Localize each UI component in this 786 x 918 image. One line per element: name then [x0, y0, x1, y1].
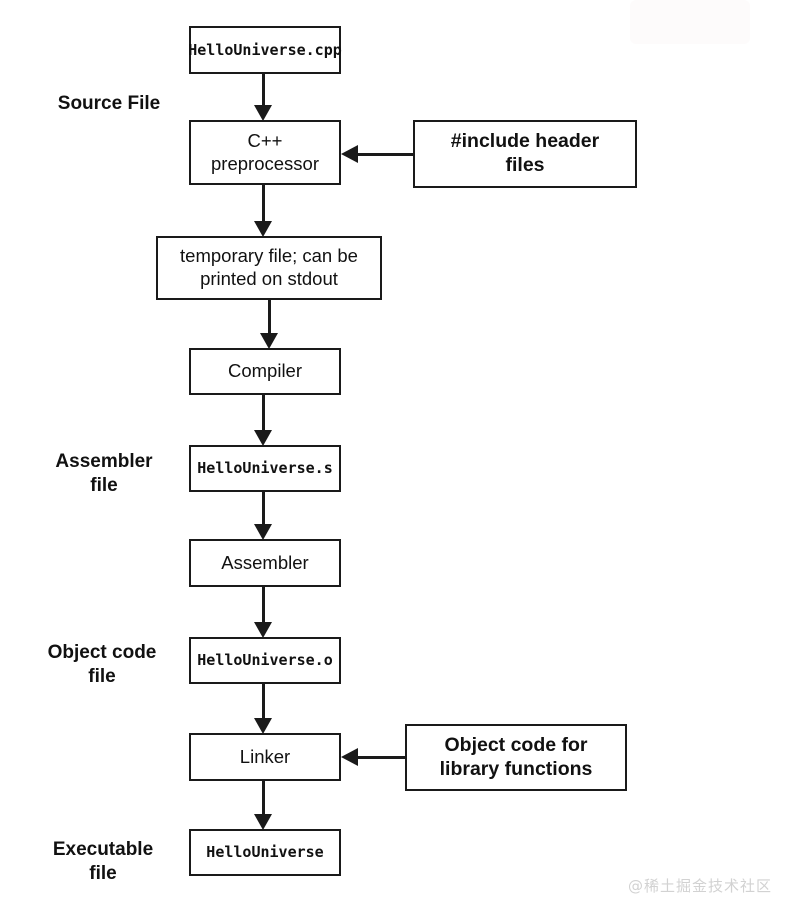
node-hellouniverse-label: HelloUniverse [206, 843, 324, 862]
arrow-assembly-to-assembler-line [262, 492, 265, 526]
node-include-header-files-label: #include header files [450, 130, 600, 176]
node-cpp-preprocessor-label: C++ preprocessor [211, 129, 319, 174]
arrow-cpp-to-preprocessor-line [262, 74, 265, 107]
node-hellouniverse-o-label: HelloUniverse.o [197, 651, 333, 670]
node-temporary-file-label: temporary file; can be printed on stdout [180, 245, 358, 289]
arrow-headers-to-preprocessor-line [355, 153, 413, 156]
stage-caption-object-code-file: Object code file [47, 642, 157, 688]
arrow-linker-to-executable-line [262, 781, 265, 816]
arrow-preprocessor-to-tempfile-line [262, 185, 265, 223]
node-linker: Linker [189, 733, 341, 781]
stage-caption-assembler-file: Assembler file [55, 451, 153, 497]
arrow-cpp-to-preprocessor-head [254, 105, 272, 121]
node-object-code-library: Object code for library functions [405, 724, 627, 791]
node-object-code-library-label: Object code for library functions [439, 733, 593, 780]
node-temporary-file: temporary file; can be printed on stdout [156, 236, 382, 300]
arrow-tempfile-to-compiler-line [268, 300, 271, 335]
arrow-assembler-to-object-head [254, 622, 272, 638]
node-compiler-label: Compiler [227, 360, 303, 382]
arrow-library-to-linker-head [341, 748, 358, 766]
arrow-headers-to-preprocessor-head [341, 145, 358, 163]
node-hellouniverse-o: HelloUniverse.o [189, 637, 341, 684]
watermark: @稀土掘金技术社区 [627, 877, 772, 895]
node-hellouniverse-cpp: HelloUniverse.cpp [188, 26, 342, 74]
arrow-object-to-linker-head [254, 718, 272, 734]
node-cpp-preprocessor: C++ preprocessor [189, 120, 341, 185]
arrow-preprocessor-to-tempfile-head [254, 221, 272, 237]
node-linker-label: Linker [239, 745, 291, 767]
node-hellouniverse-s-label: HelloUniverse.s [197, 459, 333, 478]
node-hellouniverse-cpp-label: HelloUniverse.cpp [188, 40, 342, 59]
arrow-assembler-to-object-line [262, 587, 265, 624]
node-include-header-files: #include header files [413, 120, 637, 188]
node-hellouniverse: HelloUniverse [189, 829, 341, 876]
node-compiler: Compiler [189, 348, 341, 395]
arrow-linker-to-executable-head [254, 814, 272, 830]
stage-caption-executable-file: Executable file [52, 839, 154, 885]
page-artifact [630, 0, 750, 44]
arrow-compiler-to-assembly-line [262, 395, 265, 432]
node-hellouniverse-s: HelloUniverse.s [189, 445, 341, 492]
arrow-assembly-to-assembler-head [254, 524, 272, 540]
arrow-object-to-linker-line [262, 684, 265, 720]
arrow-library-to-linker-line [355, 756, 405, 759]
arrow-tempfile-to-compiler-head [260, 333, 278, 349]
node-assembler-label: Assembler [221, 551, 309, 573]
stage-caption-source-file: Source File [57, 93, 161, 114]
node-assembler: Assembler [189, 539, 341, 587]
arrow-compiler-to-assembly-head [254, 430, 272, 446]
